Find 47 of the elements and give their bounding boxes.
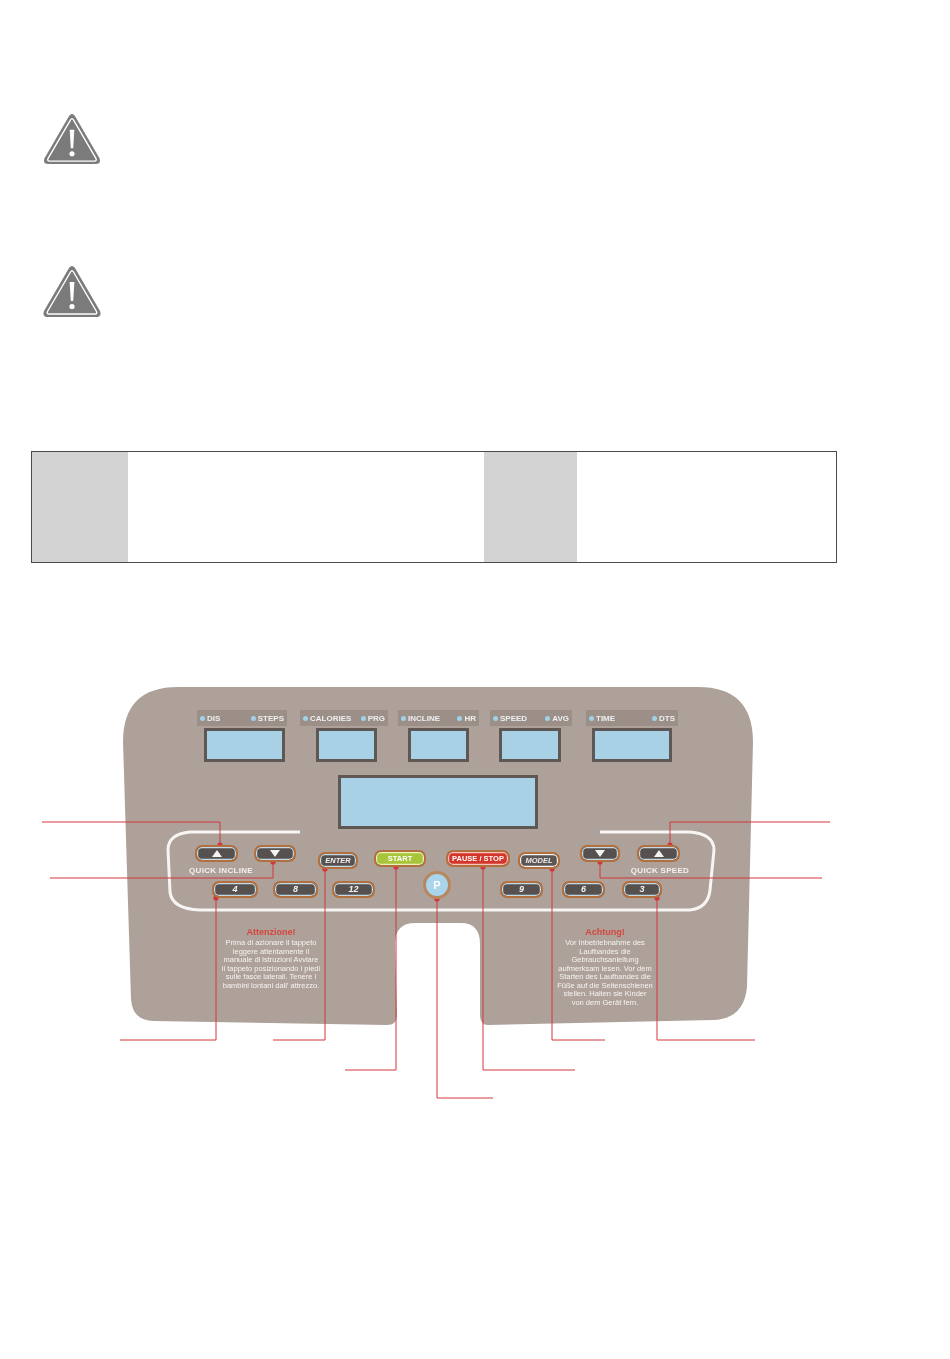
label-band bbox=[300, 710, 388, 726]
lcd-screen bbox=[592, 728, 672, 762]
arrow-button bbox=[637, 845, 680, 862]
lcd-screen bbox=[338, 775, 538, 829]
label-band bbox=[586, 710, 678, 726]
panel-label: QUICK SPEED bbox=[629, 866, 691, 875]
leader-line bbox=[597, 859, 823, 879]
number-button: 8 bbox=[273, 881, 318, 898]
label-band bbox=[197, 710, 287, 726]
warning-heading: Attenzione! bbox=[245, 927, 297, 937]
number-button: 12 bbox=[332, 881, 375, 898]
lcd-screen bbox=[499, 728, 561, 762]
arrow-button bbox=[254, 845, 296, 862]
number-button: 6 bbox=[562, 881, 605, 898]
indicator-label: CALORIES bbox=[310, 713, 352, 723]
panel-label: QUICK INCLINE bbox=[188, 866, 254, 875]
indicator-label: TIME bbox=[596, 713, 616, 723]
lcd-screen bbox=[204, 728, 285, 762]
leader-line bbox=[49, 859, 276, 879]
leader-line bbox=[434, 896, 494, 1099]
indicator-label: DIS bbox=[207, 713, 221, 723]
label-band bbox=[490, 710, 572, 726]
leader-line bbox=[480, 864, 576, 1071]
leader-line bbox=[654, 895, 756, 1041]
number-button: 4 bbox=[212, 881, 258, 898]
indicator-label: STEPS bbox=[257, 713, 284, 723]
warning-heading: Achtung! bbox=[584, 927, 626, 937]
number-button: 3 bbox=[622, 881, 662, 898]
indicator-label: PRG bbox=[367, 713, 385, 723]
lcd-screen bbox=[316, 728, 377, 762]
leader-line bbox=[667, 821, 831, 848]
indicator-label: DTS bbox=[659, 713, 675, 723]
console-panel bbox=[123, 687, 753, 1027]
leader-line bbox=[549, 866, 606, 1041]
leader-line bbox=[41, 821, 223, 848]
number-button: 9 bbox=[500, 881, 543, 898]
arrow-button bbox=[580, 845, 620, 862]
lcd-screen bbox=[408, 728, 469, 762]
leader-line bbox=[119, 895, 219, 1041]
indicator-label: AVG bbox=[552, 713, 569, 723]
arrow-button bbox=[195, 845, 238, 862]
indicator-label: SPEED bbox=[500, 713, 528, 723]
label-band bbox=[398, 710, 479, 726]
indicator-label: INCLINE bbox=[408, 713, 440, 723]
leader-line bbox=[344, 864, 399, 1071]
indicator-label: HR bbox=[464, 713, 476, 723]
leader-line bbox=[272, 866, 328, 1041]
